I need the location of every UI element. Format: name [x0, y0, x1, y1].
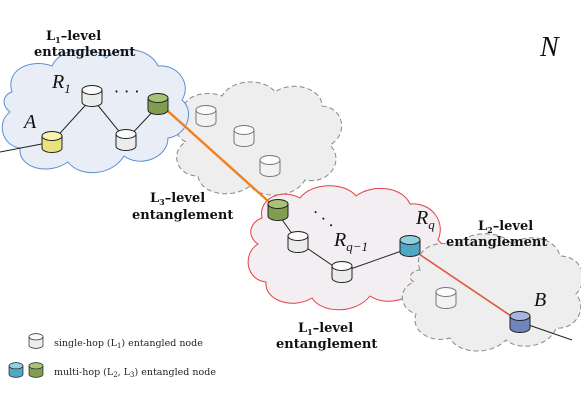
- legend-multi-hop-label: multi-hop (L2, L3) entangled node: [54, 367, 216, 379]
- legend-cyan-node-icon: [8, 362, 24, 378]
- cloud-label-l2-2: entanglement: [446, 235, 547, 250]
- cloud-label-l2: L2–level: [478, 219, 533, 235]
- label-rq-1: Rq−1: [333, 229, 368, 254]
- node-white: [115, 129, 137, 151]
- cloud-label-l1-bottom-2: entanglement: [276, 337, 377, 352]
- label-rq: Rq: [415, 207, 435, 232]
- network-label: N: [539, 32, 560, 63]
- legend-single-hop-icon: [28, 333, 44, 349]
- grey-cloud-top: [176, 81, 343, 196]
- l3-link: [159, 103, 279, 211]
- label-a: A: [22, 111, 37, 133]
- legend: single-hop (L1) entangled node multi-hop…: [8, 333, 216, 379]
- cloud-label-l3: L3–level: [150, 191, 205, 207]
- legend-single-hop-label: single-hop (L1) entangled node: [54, 338, 203, 350]
- node-faint: [195, 105, 217, 127]
- node-green-top: [147, 93, 169, 115]
- cloud-label-l3-2: entanglement: [132, 208, 233, 223]
- cloud-label-l1-top: L1–level: [46, 29, 101, 45]
- label-r1: R1: [51, 71, 71, 96]
- node-a: [41, 131, 63, 153]
- node-faint: [233, 125, 255, 147]
- node-r1: [81, 85, 103, 107]
- cloud-label-l1-top-2: entanglement: [34, 45, 135, 60]
- node-faint: [259, 155, 281, 177]
- cloud-label-l1-bottom: L1–level: [298, 321, 353, 337]
- node-white: [331, 261, 353, 283]
- ellipsis-top: · · ·: [114, 82, 139, 101]
- l2-link: [409, 247, 521, 323]
- label-b: B: [534, 289, 546, 311]
- grey-cloud-l2: [401, 233, 581, 352]
- legend-green-node-icon: [28, 362, 44, 378]
- node-b: [509, 311, 531, 333]
- node-faint: [435, 287, 457, 309]
- node-green-mid: [267, 199, 289, 221]
- node-rq: [399, 235, 421, 257]
- node-white: [287, 231, 309, 253]
